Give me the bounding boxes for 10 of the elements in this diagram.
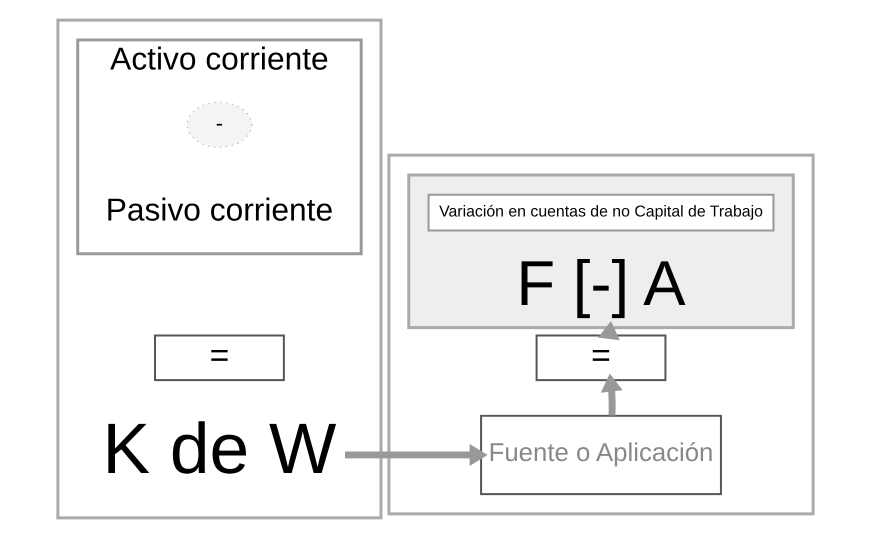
arrow: [600, 374, 623, 416]
node-box: Variación en cuentas de no Capital de Trabajo: [428, 194, 774, 232]
cluster: [387, 154, 815, 516]
arrow: [345, 444, 488, 466]
node-text: K de W: [102, 408, 336, 489]
node-box: =: [154, 334, 285, 382]
node-box: Fuente o Aplicación: [480, 414, 722, 496]
arrow: [598, 321, 620, 340]
node-ellipse: -: [186, 102, 252, 148]
cluster: [56, 18, 382, 520]
